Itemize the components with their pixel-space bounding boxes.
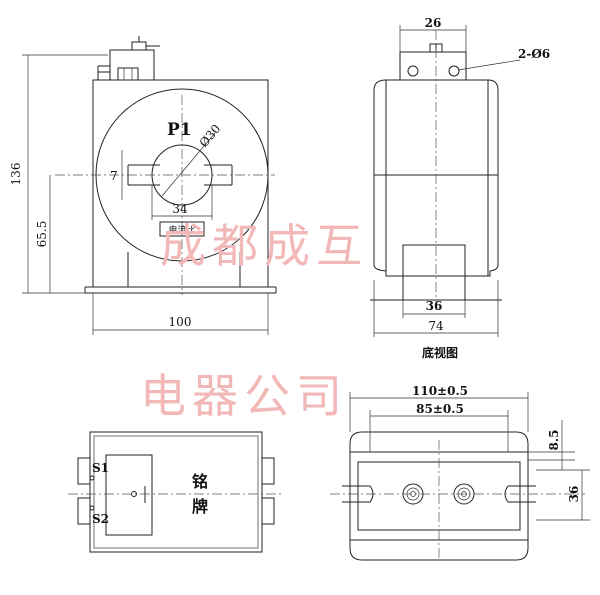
bottom-view-title: 底视图 (422, 345, 458, 360)
label-s2: S2 (92, 512, 109, 526)
bottom-outline (349, 431, 529, 561)
nameplate-view: S1 S2 铭 牌 (68, 431, 282, 553)
dim-hole-diameter: Ø30 (197, 122, 224, 150)
dim-front-width: 100 (169, 315, 192, 329)
terminal-box (105, 454, 153, 536)
watermark-line1: 成都成互 (160, 219, 368, 273)
bottom-view: 底视图 110±0.5 85±0.5 8.5 (330, 345, 590, 561)
dim-right-top: 8.5 (547, 430, 561, 451)
terminal-s2-screw (89, 505, 95, 511)
dim-slot-width: 34 (172, 202, 188, 216)
dim-outer-length: 110±0.5 (412, 384, 468, 398)
terminal-s1-screw (89, 475, 95, 481)
window-label: 电流比 (168, 224, 195, 236)
dim-inner-length: 85±0.5 (416, 402, 464, 416)
side-body (373, 79, 499, 277)
label-p1: P1 (167, 120, 192, 140)
dim-holes: 2-Ø6 (518, 47, 550, 61)
label-s1: S1 (92, 461, 109, 475)
front-terminal-nut (117, 67, 139, 81)
dim-side-width: 74 (428, 319, 444, 333)
side-foot (402, 244, 466, 277)
dim-center-height: 65.5 (35, 221, 49, 248)
dim-right-height: 36 (567, 486, 581, 503)
side-view: 26 2-Ø6 36 74 (370, 16, 550, 337)
front-view: 136 65.5 100 34 7 P1 Ø30 电流比 (9, 36, 277, 335)
dim-total-height: 136 (9, 163, 23, 186)
nameplate-body (89, 431, 263, 553)
nameplate-text-1: 铭 (192, 472, 208, 491)
dim-side-top: 26 (425, 16, 442, 30)
dim-slot-height: 7 (110, 169, 118, 183)
front-ratio-window (159, 221, 205, 237)
dim-side-foot: 36 (426, 299, 443, 313)
nameplate-text-2: 牌 (192, 497, 208, 516)
watermark-line2: 电器公司 (140, 369, 348, 423)
